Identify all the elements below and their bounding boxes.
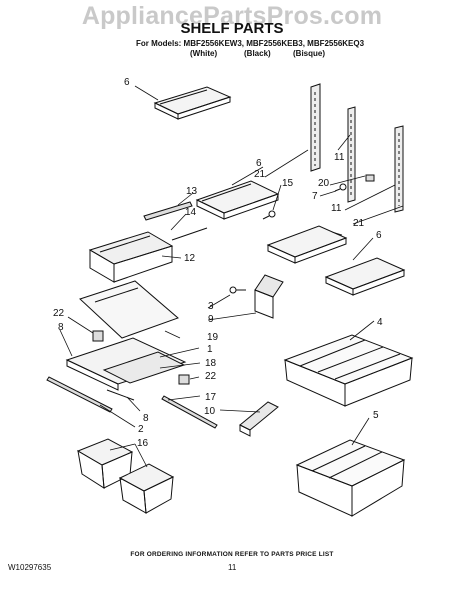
callout-13: 13 xyxy=(186,186,198,197)
shelf-part-6-top xyxy=(153,86,232,120)
callout-19: 19 xyxy=(207,332,219,343)
rod-part-14 xyxy=(171,227,208,241)
shelf-part-6-middle xyxy=(195,180,280,220)
callout-5: 5 xyxy=(373,410,379,421)
screw-part-7 xyxy=(334,183,347,192)
callout-12: 12 xyxy=(184,253,196,264)
basket-part-4 xyxy=(283,334,414,407)
watermark: AppliancePartsPros.com xyxy=(81,2,383,30)
callout-6-top: 6 xyxy=(124,77,130,88)
end-cap-part-22-upper xyxy=(92,330,104,342)
rail-part-11-right xyxy=(394,125,404,213)
callout-6-right: 6 xyxy=(376,230,382,241)
callout-15: 15 xyxy=(282,178,294,189)
callout-20: 20 xyxy=(318,178,330,189)
callout-2: 2 xyxy=(138,424,144,435)
callout-22-lower: 22 xyxy=(205,371,217,382)
bin-part-10 xyxy=(239,401,279,437)
callout-7: 7 xyxy=(312,191,318,202)
callout-14: 14 xyxy=(185,207,197,218)
color-black: (Black) xyxy=(244,49,271,58)
callout-18: 18 xyxy=(205,358,217,369)
end-cap-part-22-lower xyxy=(178,374,190,385)
leader-lines xyxy=(59,85,404,468)
bin-part-16-right xyxy=(118,463,175,514)
callout-22-upper: 22 xyxy=(53,308,65,319)
callout-11-lower: 11 xyxy=(331,203,342,214)
bracket-part-13 xyxy=(143,201,193,221)
rail-part-11-mid xyxy=(347,106,356,203)
shelf-part-6-right-lower xyxy=(324,257,406,296)
callout-9: 9 xyxy=(208,314,214,325)
callout-21-upper: 21 xyxy=(254,169,266,180)
page-number: 11 xyxy=(228,563,237,572)
slide-part-8 xyxy=(106,389,135,401)
callouts: 6 11 6 13 15 21 20 7 11 14 12 6 21 22 3 … xyxy=(53,77,383,449)
callout-16: 16 xyxy=(137,438,149,449)
screw-part-3 xyxy=(229,286,246,294)
callout-1: 1 xyxy=(207,344,213,355)
callout-3: 3 xyxy=(208,301,214,312)
glass-shelf-part-19 xyxy=(79,280,179,339)
bin-part-9 xyxy=(254,274,284,319)
callout-4: 4 xyxy=(377,317,383,328)
trim-part-2 xyxy=(46,376,113,413)
shelf-part-6-right-upper xyxy=(266,225,348,264)
color-bisque: (Bisque) xyxy=(293,49,325,58)
clip-part-20 xyxy=(365,174,375,182)
callout-8-lower: 8 xyxy=(143,413,149,424)
color-white: (White) xyxy=(190,49,218,58)
screw-part-15 xyxy=(262,210,276,220)
document-number: W10297635 xyxy=(8,563,52,572)
callout-11-upper: 11 xyxy=(334,152,345,163)
basket-part-5 xyxy=(295,439,406,517)
page-title: SHELF PARTS xyxy=(180,20,284,37)
callout-10: 10 xyxy=(204,406,216,417)
trim-part-17 xyxy=(161,395,218,429)
callout-8-left: 8 xyxy=(58,322,64,333)
rail-part-11-left xyxy=(310,83,321,172)
drawer-part-12 xyxy=(88,231,174,283)
crisper-frame-part-1 xyxy=(65,337,187,391)
callout-17: 17 xyxy=(205,392,217,403)
ordering-note: FOR ORDERING INFORMATION REFER TO PARTS … xyxy=(130,551,334,558)
callout-21-lower: 21 xyxy=(353,218,365,229)
callout-6-middle: 6 xyxy=(256,158,262,169)
models-line: For Models: MBF2556KEW3, MBF2556KEB3, MB… xyxy=(136,39,365,48)
